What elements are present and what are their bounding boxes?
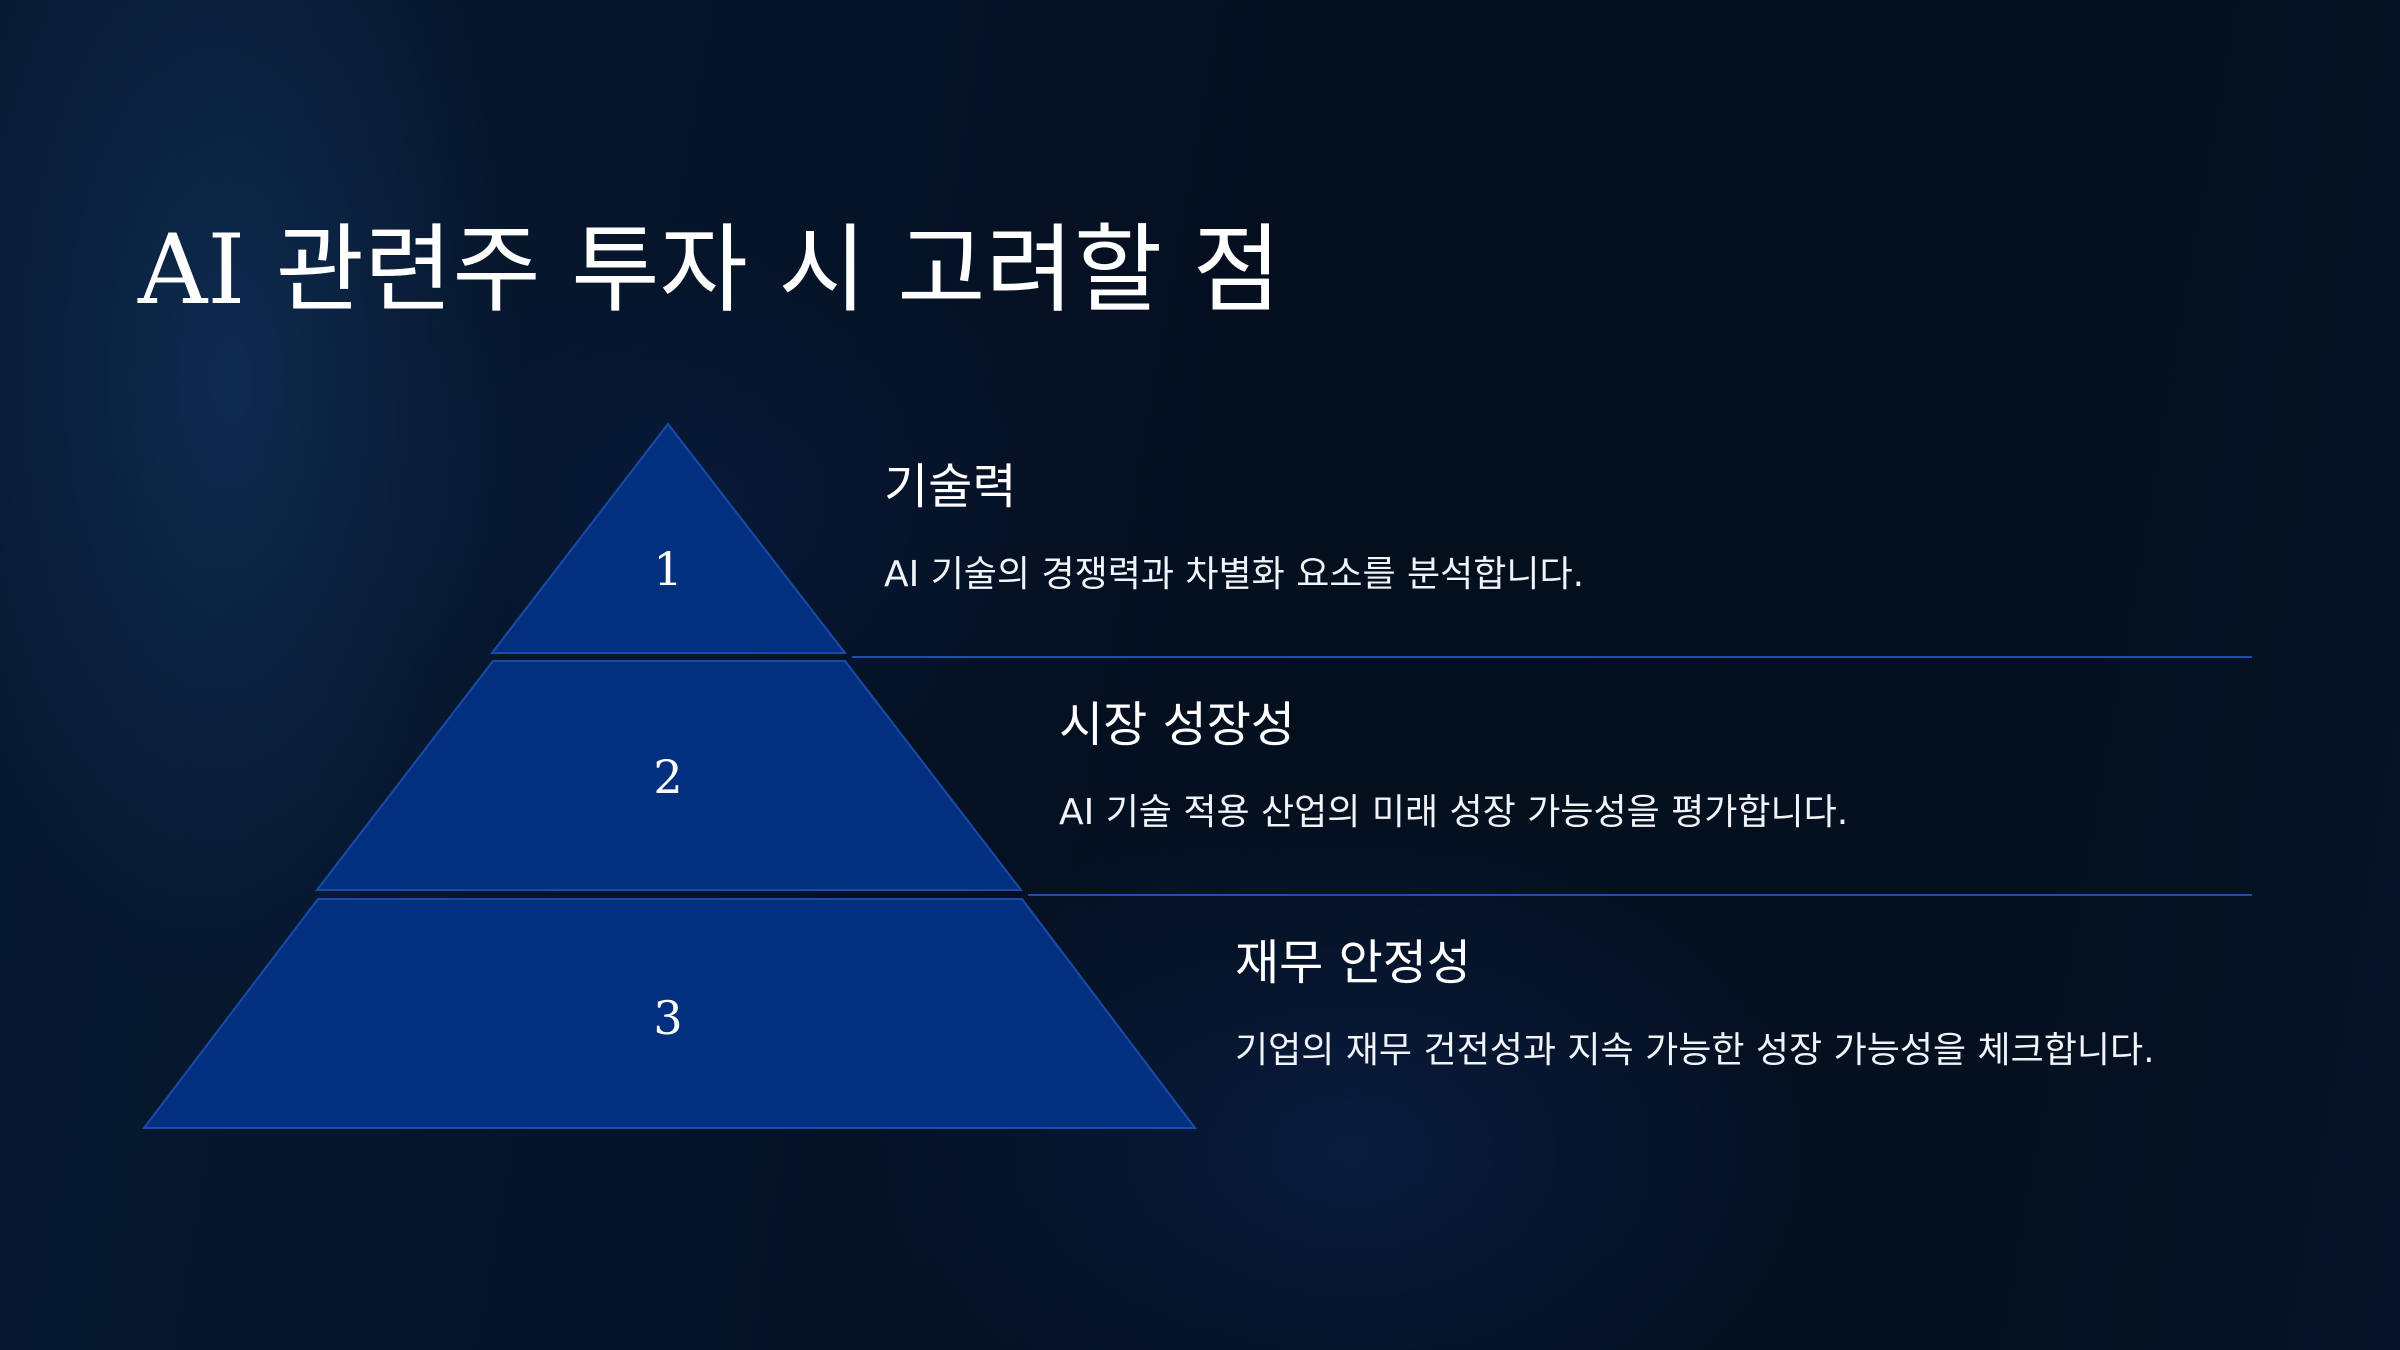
tier-2-title: 시장 성장성 bbox=[1059, 697, 1296, 753]
tier-1-text: 기술력 AI 기술의 경쟁력과 차별화 요소를 분석합니다. bbox=[884, 459, 1584, 596]
pyramid-tier-1 bbox=[489, 422, 848, 654]
tier-1-number: 1 bbox=[653, 542, 682, 596]
tier-2-text: 시장 성장성 AI 기술 적용 산업의 미래 성장 가능성을 평가합니다. bbox=[1059, 697, 1848, 834]
tier-1-title: 기술력 bbox=[884, 459, 1017, 515]
tier-3-number: 3 bbox=[653, 991, 682, 1045]
pyramid-tier-3 bbox=[141, 898, 1198, 1129]
tier-2-description: AI 기술 적용 산업의 미래 성장 가능성을 평가합니다. bbox=[1059, 791, 1849, 833]
tier-3-text: 재무 안정성 기업의 재무 건전성과 지속 가능한 성장 가능성을 체크합니다. bbox=[1235, 935, 2155, 1072]
tier-2-number: 2 bbox=[653, 750, 682, 804]
slide-title: AI 관련주 투자 시 고려할 점 bbox=[138, 214, 1282, 326]
tier-1-description: AI 기술의 경쟁력과 차별화 요소를 분석합니다. bbox=[884, 553, 1585, 595]
tier-3-title: 재무 안정성 bbox=[1235, 935, 1472, 991]
tier-3-description: 기업의 재무 건전성과 지속 가능한 성장 가능성을 체크합니다. bbox=[1235, 1029, 2155, 1071]
pyramid-tier-2 bbox=[314, 660, 1024, 891]
